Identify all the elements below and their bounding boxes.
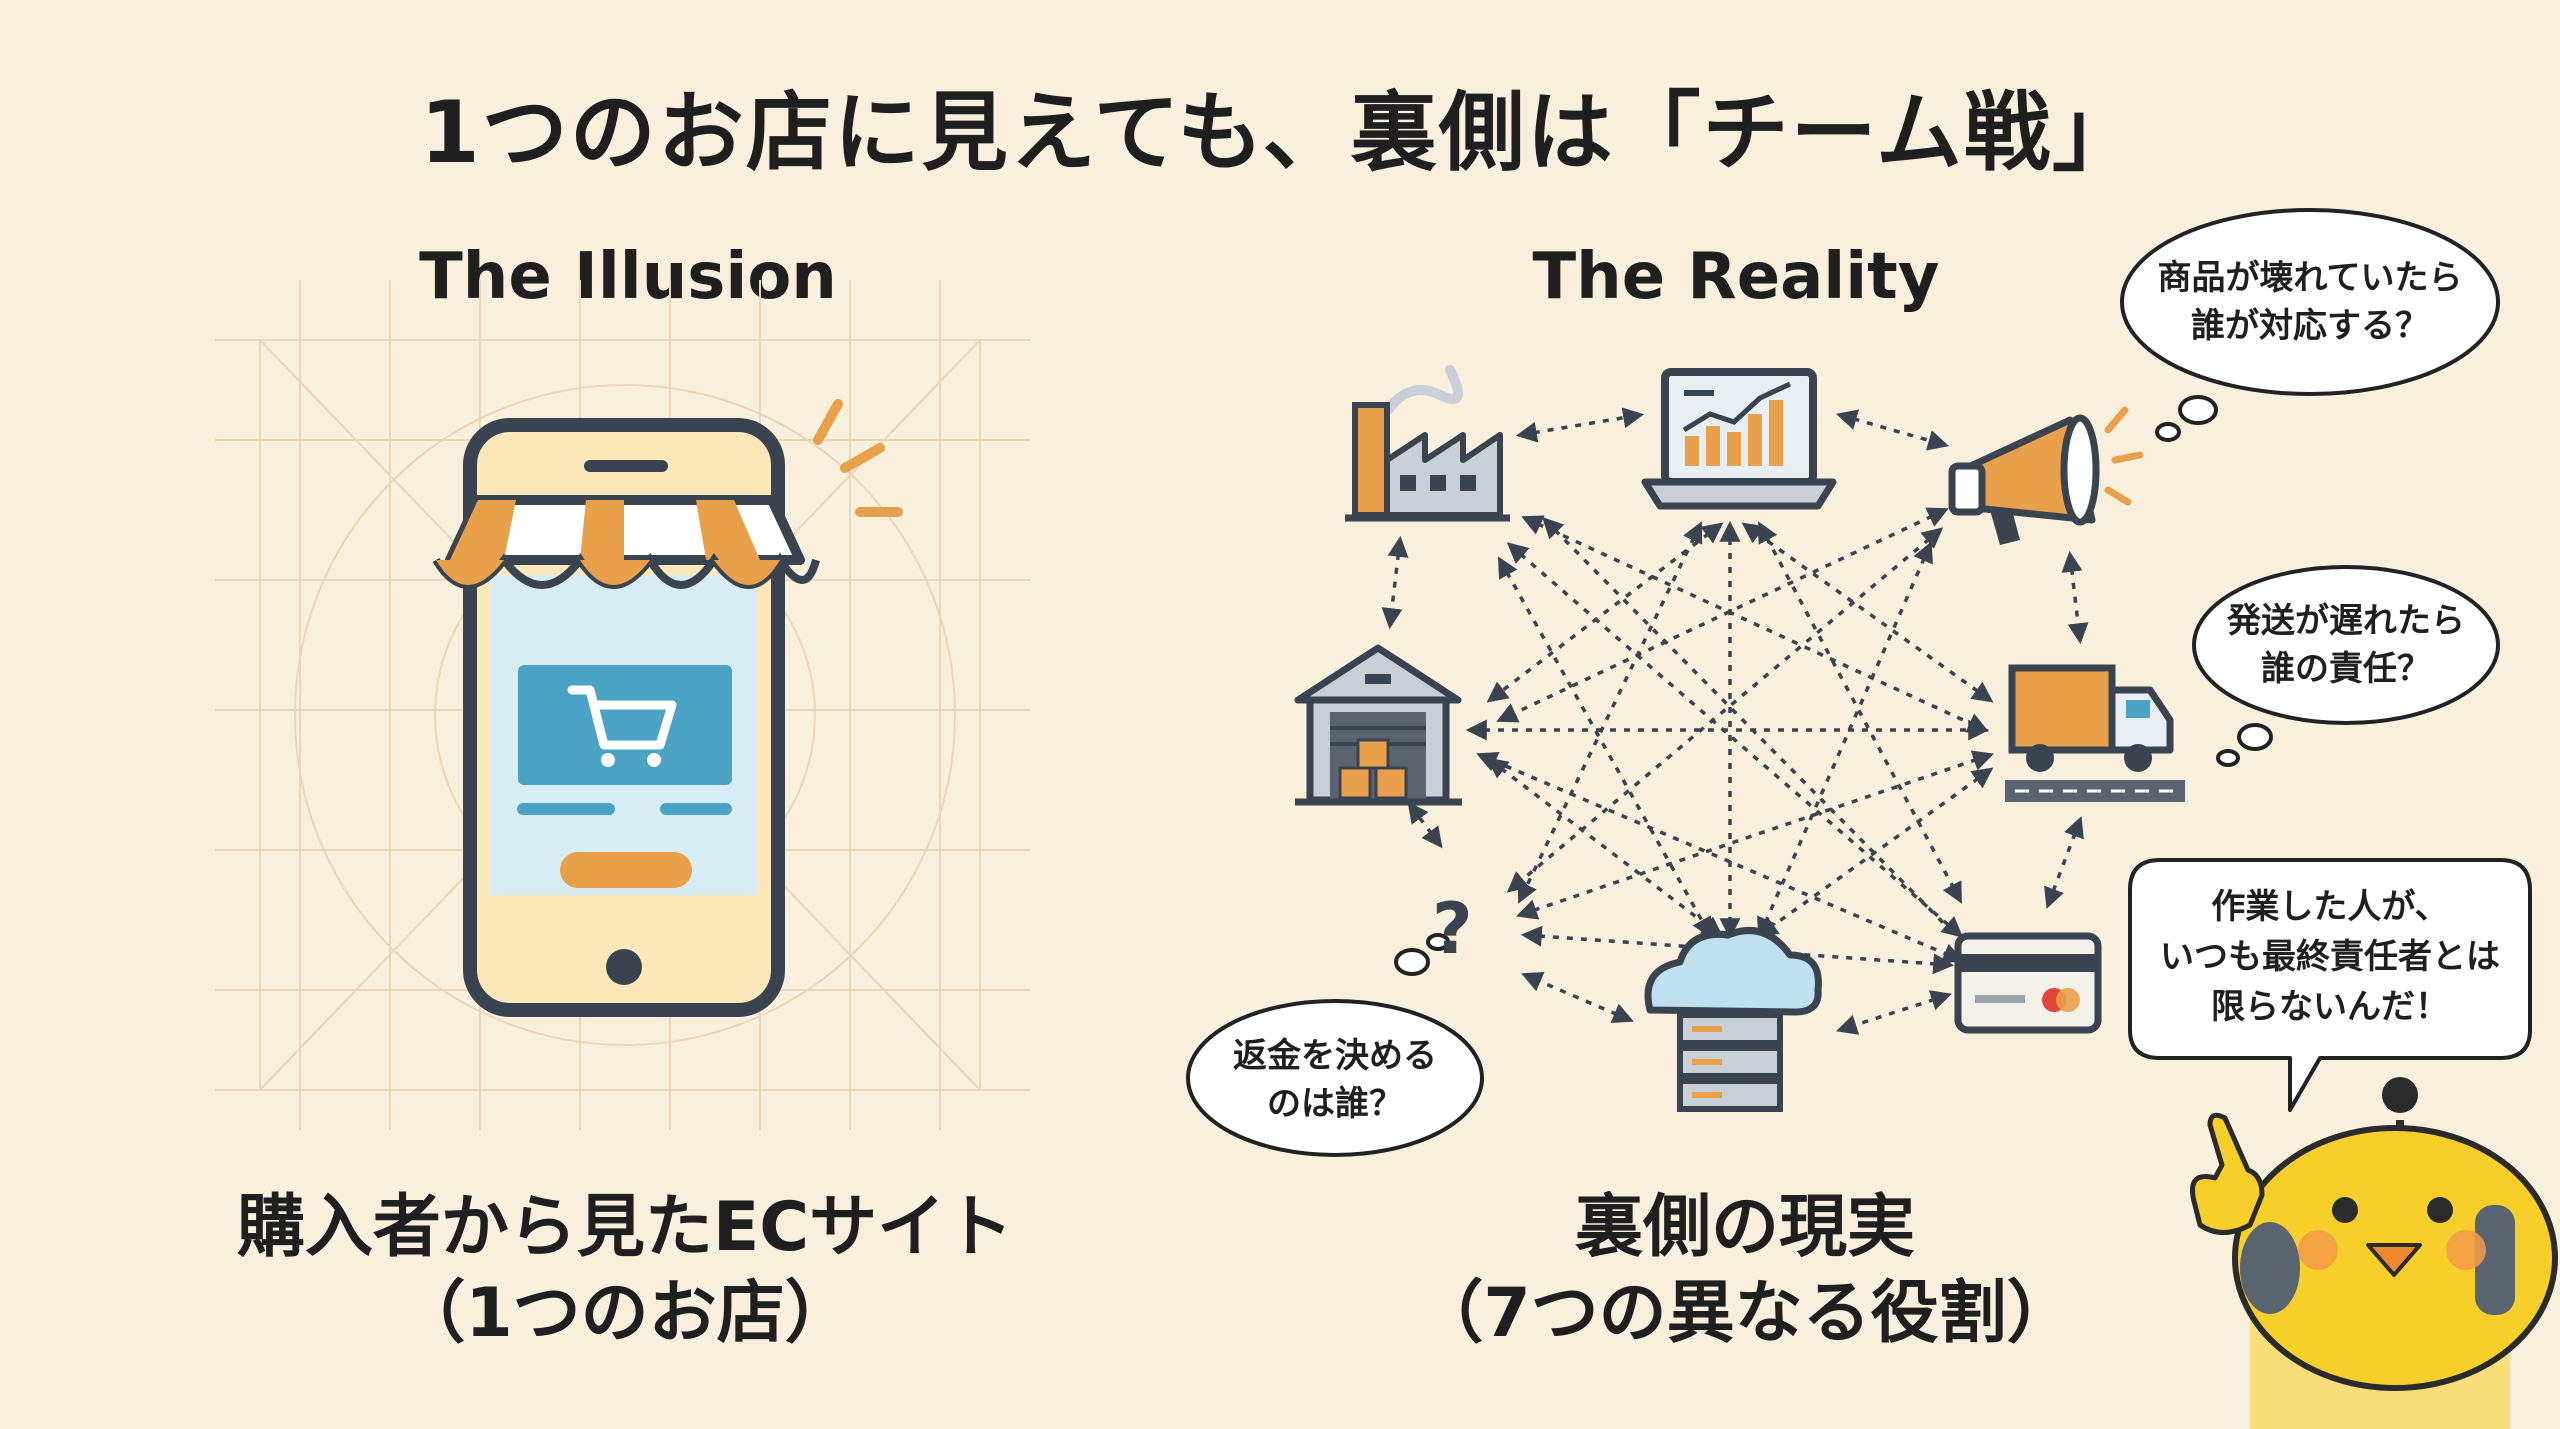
- mascot-chick-icon: [2190, 1077, 2558, 1429]
- bubble-broken-line2: 誰が対応する？: [2191, 306, 2429, 346]
- bubble-mascot-line1: 作業した人が、: [2211, 887, 2449, 927]
- reality-caption-line2: （7つの異なる役割）: [1415, 1274, 2075, 1353]
- bubble-mascot: [2128, 858, 2532, 1112]
- bubble-refund-line2: のは誰？: [1267, 1084, 1403, 1124]
- bubble-refund-line1: 返金を決める: [1233, 1036, 1437, 1076]
- smartphone-store-icon: [432, 399, 903, 1017]
- laptop-chart-icon: [1641, 368, 1837, 510]
- credit-card-icon: [1954, 932, 2102, 1034]
- megaphone-icon: [1948, 406, 2144, 545]
- bubble-broken-line1: 商品が壊れていたら: [2157, 258, 2463, 298]
- bubble-shipping-text: 発送が遅れたら 誰の責任？: [2200, 597, 2492, 693]
- factory-icon: [1345, 365, 1510, 522]
- bubble-mascot-line3: 限らないんだ！: [2211, 987, 2449, 1027]
- illusion-caption: 購入者から見たECサイト （1つのお店）: [150, 1185, 1100, 1357]
- bubble-broken: [2120, 208, 2500, 442]
- truck-icon: [2005, 664, 2185, 802]
- reality-caption-line1: 裏側の現実: [1574, 1188, 1915, 1267]
- bubble-shipping: [2192, 565, 2500, 767]
- reality-caption: 裏側の現実 （7つの異なる役割）: [1330, 1185, 2160, 1357]
- cloud-server-icon: [1644, 927, 1822, 1112]
- bubble-refund: [1186, 933, 1484, 1157]
- illusion-caption-line1: 購入者から見たECサイト: [236, 1188, 1014, 1267]
- bubble-mascot-text: 作業した人が、 いつも最終責任者とは 限らないんだ！: [2140, 882, 2520, 1032]
- bubble-refund-text: 返金を決める のは誰？: [1190, 1032, 1480, 1128]
- page-title: 1つのお店に見えても、裏側は「チーム戦」: [419, 83, 2141, 183]
- illusion-caption-line2: （1つのお店）: [397, 1274, 853, 1353]
- reality-heading: The Reality: [1532, 240, 1940, 314]
- warehouse-icon: [1294, 644, 1462, 806]
- bubble-mascot-line2: いつも最終責任者とは: [2160, 937, 2500, 977]
- bubble-shipping-line1: 発送が遅れたら: [2227, 601, 2465, 641]
- network-arrows: [1381, 407, 2089, 1035]
- bubble-broken-text: 商品が壊れていたら 誰が対応する？: [2130, 254, 2490, 350]
- question-mark: ?: [1432, 888, 1473, 970]
- bubble-shipping-line2: 誰の責任？: [2261, 649, 2431, 689]
- illusion-heading: The Illusion: [419, 240, 837, 314]
